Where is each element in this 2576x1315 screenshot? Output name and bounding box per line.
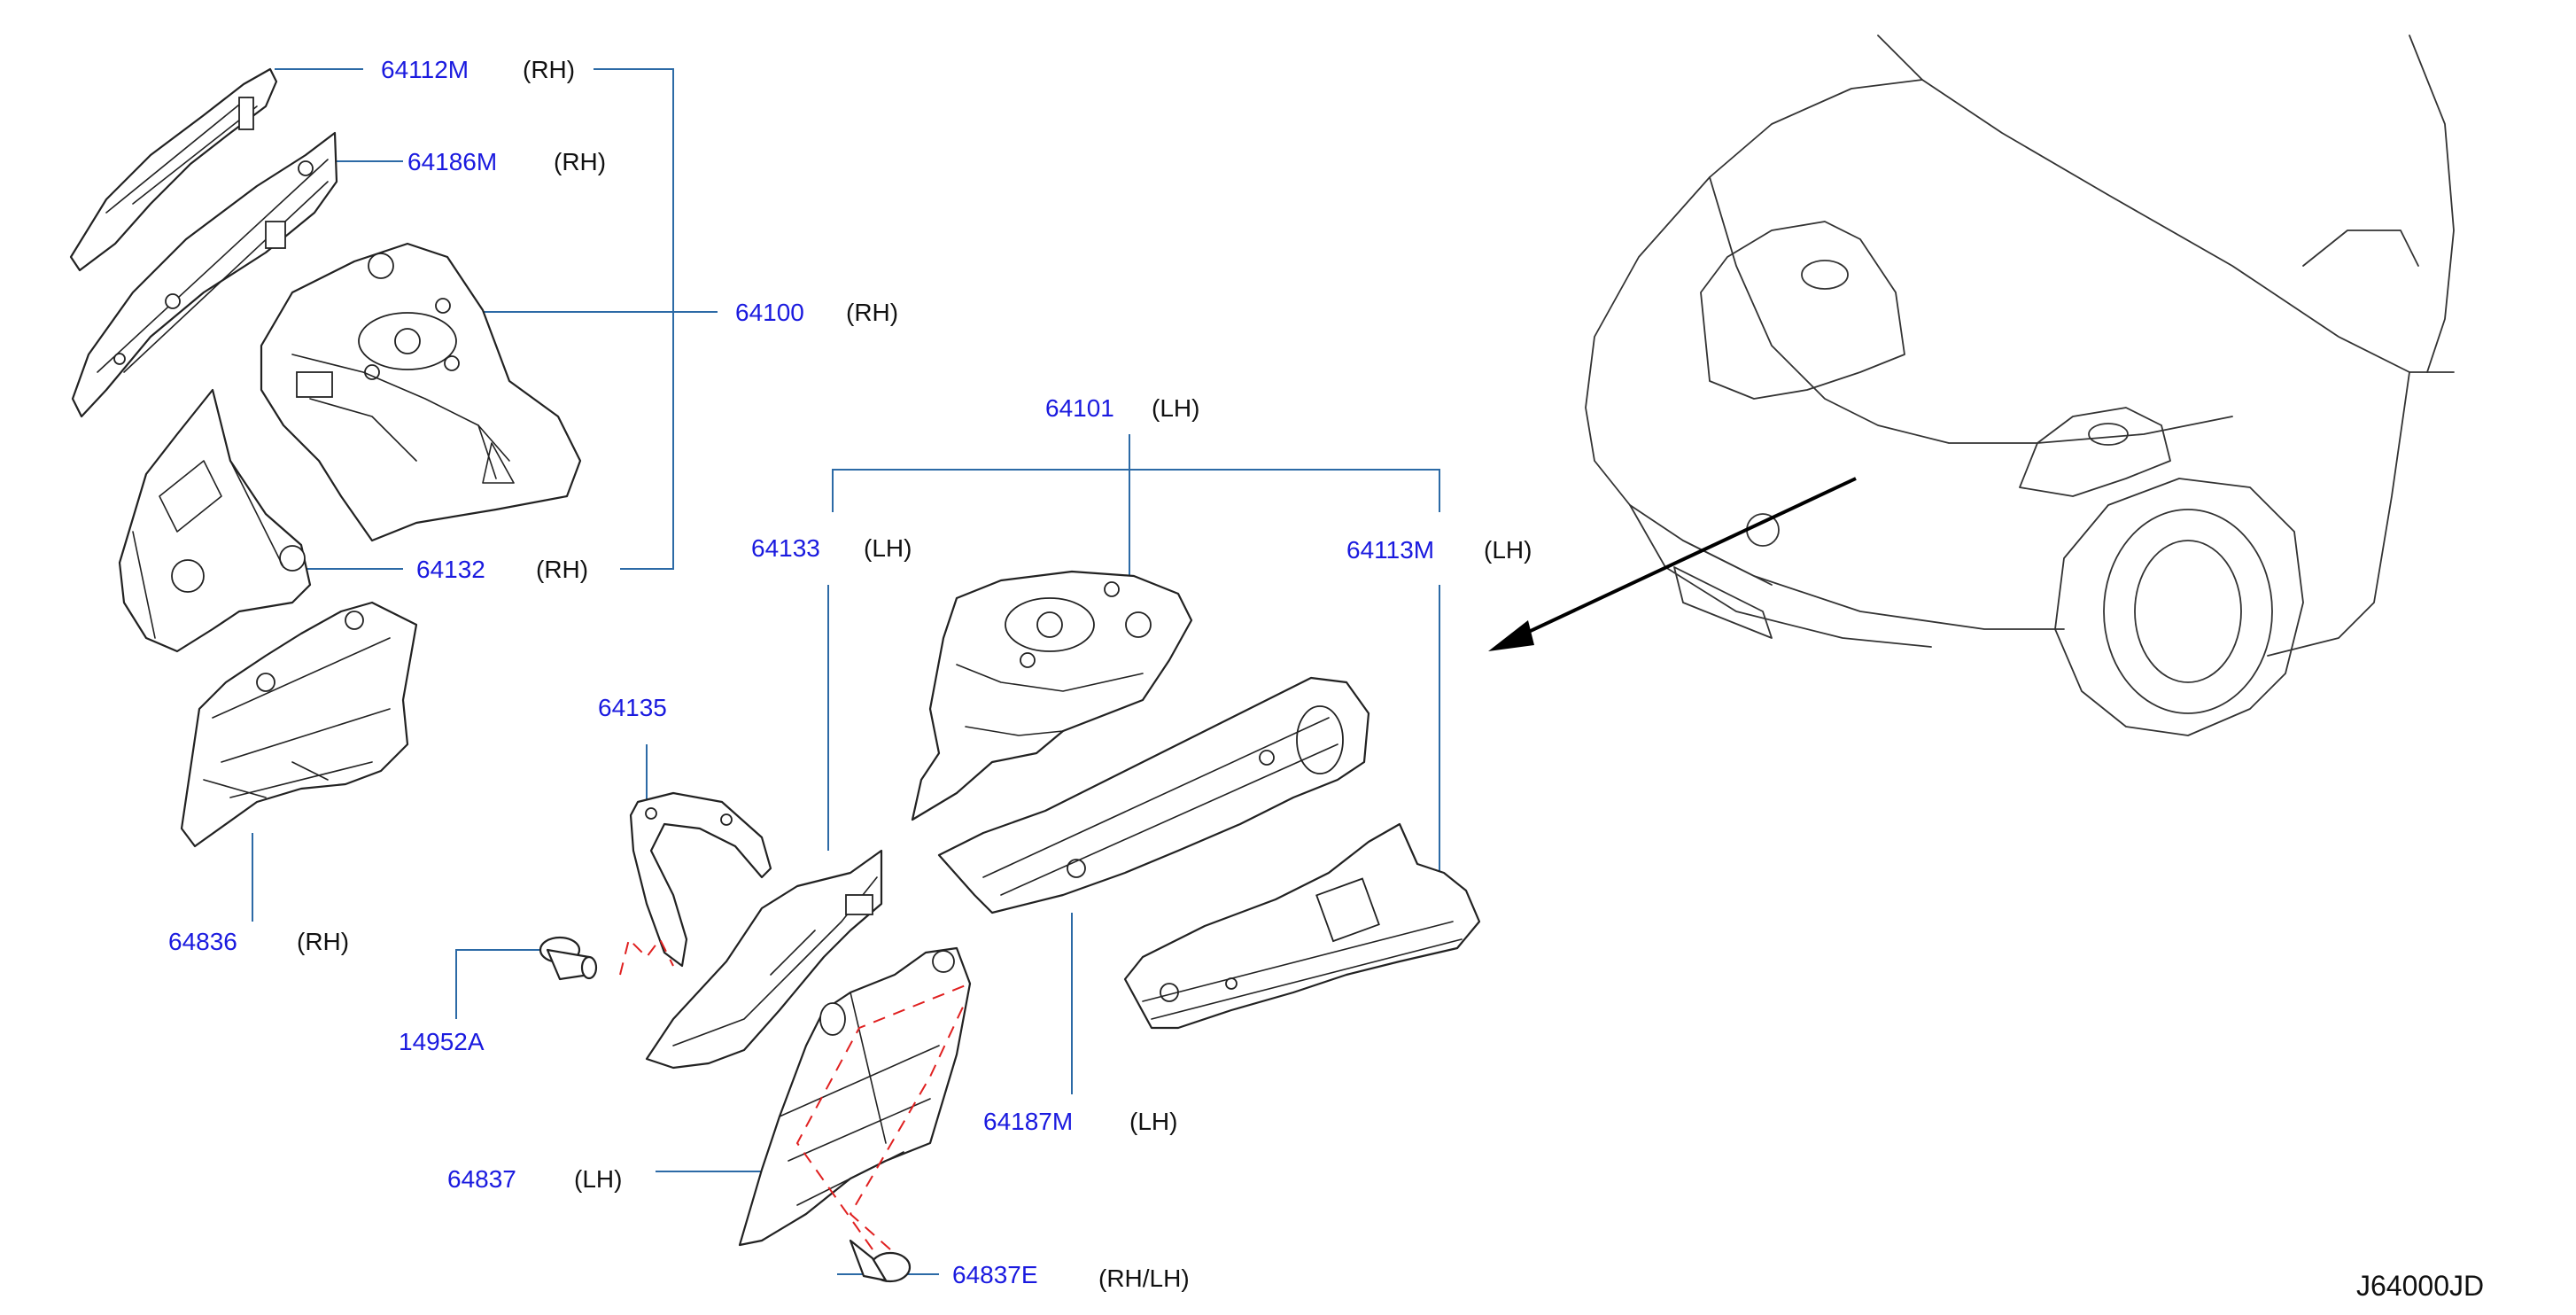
- callout-64187M: 64187M (LH): [983, 1108, 1177, 1135]
- part-number-64100: 64100: [735, 299, 804, 326]
- side-tag-64112M: (RH): [523, 56, 575, 83]
- part-64135-drawing: [629, 791, 772, 968]
- leader-lines: [252, 68, 1440, 1275]
- part-number-64186M: 64186M: [407, 148, 497, 175]
- side-tag-64113M: (LH): [1484, 536, 1532, 564]
- callout-64112M: 64112M (RH): [381, 56, 575, 83]
- side-tag-64133: (LH): [864, 534, 912, 562]
- part-64112M-drawing: [69, 67, 278, 272]
- part-number-64836: 64836: [168, 928, 237, 955]
- side-tag-64101: (LH): [1152, 394, 1199, 422]
- dashed-guides: [619, 938, 971, 1250]
- part-64837-drawing: [738, 946, 972, 1247]
- callout-64837: 64837 (LH): [447, 1165, 622, 1193]
- part-number-64837: 64837: [447, 1165, 516, 1193]
- part-number-64135: 64135: [598, 694, 667, 721]
- part-64100-drawing: [260, 242, 582, 542]
- side-tag-64186M: (RH): [554, 148, 606, 175]
- callout-64135: 64135: [598, 694, 667, 721]
- part-64133-drawing: [645, 849, 883, 1070]
- callout-64100: 64100 (RH): [735, 299, 898, 326]
- callout-64186M: 64186M (RH): [407, 148, 606, 175]
- part-64837E-drawing: [849, 1239, 912, 1283]
- part-64836-drawing: [180, 601, 418, 848]
- side-tag-64100: (RH): [846, 299, 898, 326]
- part-number-64133: 64133: [751, 534, 820, 562]
- callout-14952A: 14952A: [399, 1028, 485, 1055]
- part-number-64187M: 64187M: [983, 1108, 1073, 1135]
- direction-arrow: [1488, 477, 1857, 651]
- side-tag-64132: (RH): [536, 556, 588, 583]
- callout-64101: 64101 (LH): [1045, 394, 1199, 422]
- part-number-64101: 64101: [1045, 394, 1114, 422]
- part-number-14952A: 14952A: [399, 1028, 485, 1055]
- callout-64133: 64133 (LH): [751, 534, 912, 562]
- part-64187M-drawing: [937, 676, 1370, 914]
- part-number-64837E: 64837E: [952, 1261, 1038, 1288]
- callout-64132: 64132 (RH): [416, 556, 588, 583]
- vehicle-locator-drawing: [1585, 35, 2455, 736]
- part-number-64112M: 64112M: [381, 56, 469, 83]
- side-tag-64837E: (RH/LH): [1098, 1264, 1190, 1292]
- side-tag-64836: (RH): [297, 928, 349, 955]
- part-number-64132: 64132: [416, 556, 485, 583]
- callout-64113M: 64113M (LH): [1346, 536, 1532, 564]
- callout-64837E: 64837E (RH/LH): [952, 1261, 1190, 1292]
- callout-64836: 64836 (RH): [168, 928, 349, 955]
- part-64186M-drawing: [71, 131, 338, 418]
- diagram-code: J64000JD: [2356, 1270, 2484, 1302]
- part-14952A-drawing: [539, 936, 598, 981]
- side-tag-64187M: (LH): [1129, 1108, 1177, 1135]
- side-tag-64837: (LH): [574, 1165, 622, 1193]
- part-64101-drawing: [911, 570, 1193, 821]
- part-64132-drawing: [118, 388, 312, 653]
- part-number-64113M: 64113M: [1346, 536, 1434, 564]
- part-64113M-drawing: [1123, 822, 1481, 1030]
